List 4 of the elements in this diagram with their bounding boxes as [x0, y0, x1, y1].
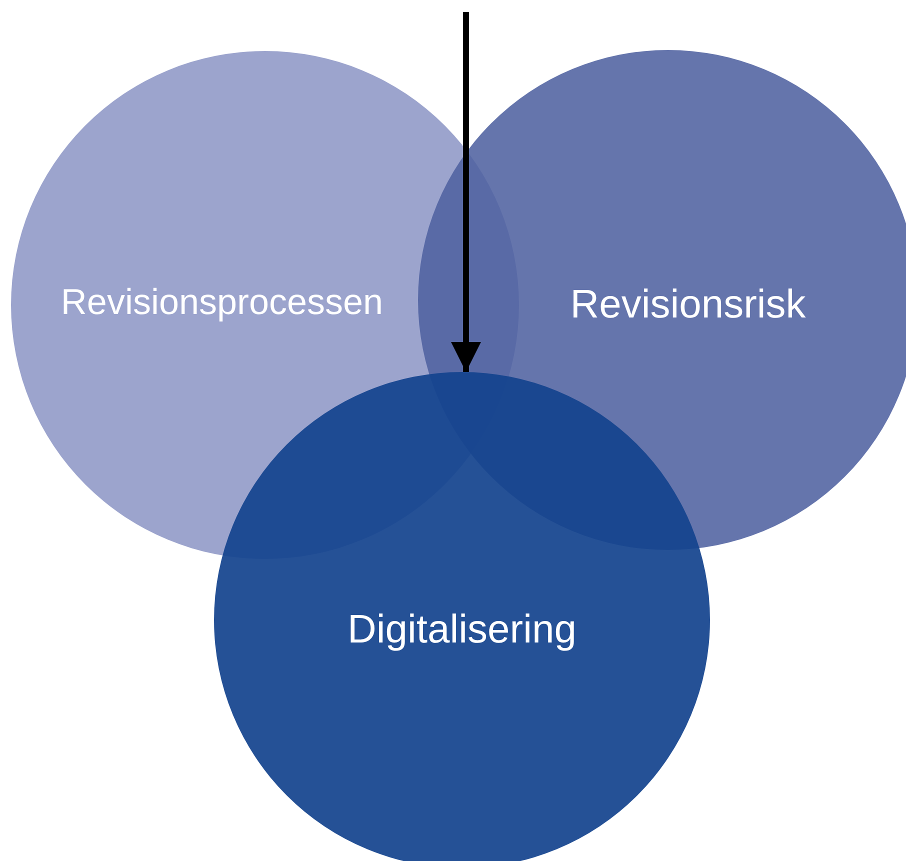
circle-label: Digitalisering	[348, 608, 576, 652]
circle-label: Revisionsprocessen	[60, 281, 384, 323]
circle-label: Revisionsrisk	[570, 282, 806, 328]
arrow	[451, 12, 481, 372]
